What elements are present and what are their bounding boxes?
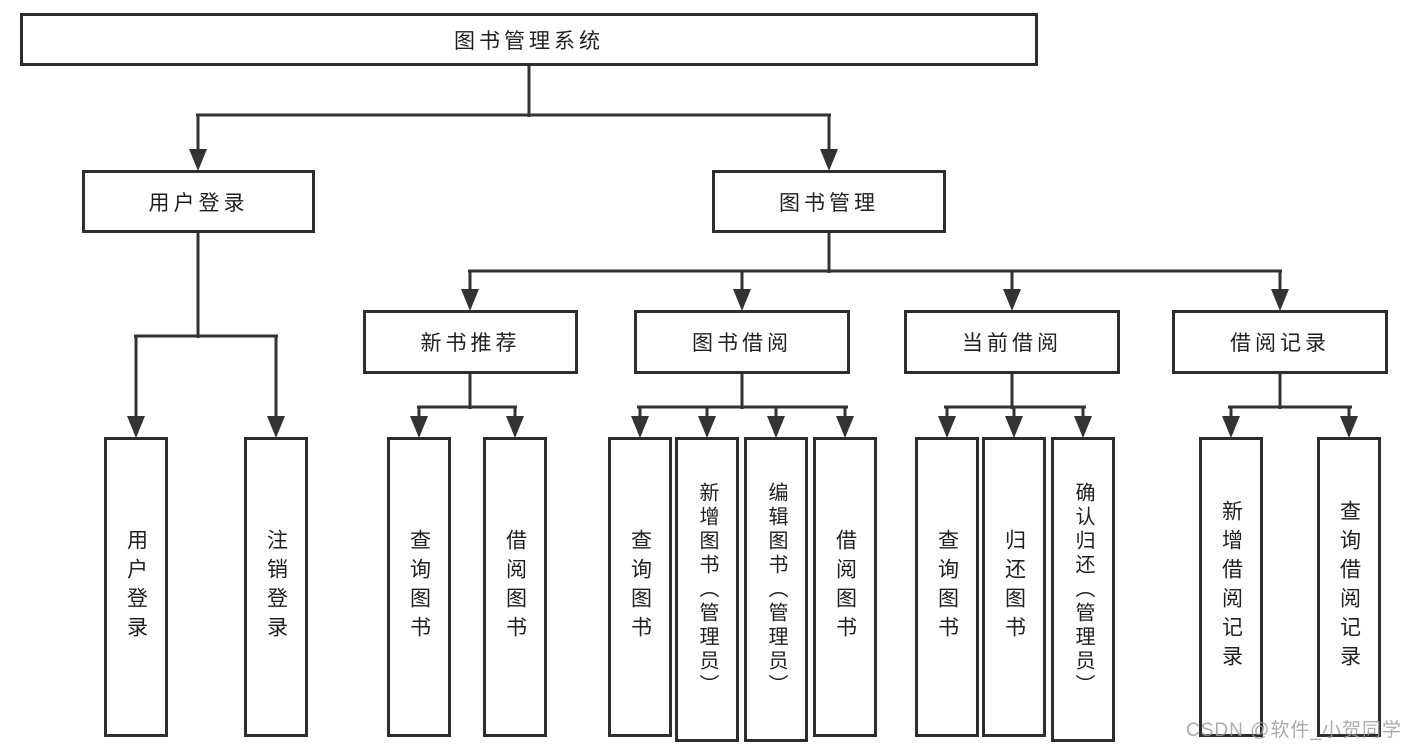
leaf-current-confirm-return-admin-label: 确认归还（管理员） [1072,481,1094,698]
leaf-user-login: 用户登录 [104,437,168,737]
leaf-borrow-edit-books-admin-label: 编辑图书（管理员） [765,481,787,698]
leaf-record-query-record: 查询借阅记录 [1317,437,1381,737]
node-root: 图书管理系统 [20,13,1038,66]
node-new-book-recommend-label: 新书推荐 [420,332,521,355]
leaf-current-return-books: 归还图书 [982,437,1046,737]
node-new-book-recommend: 新书推荐 [363,310,578,374]
node-root-label: 图书管理系统 [454,29,604,53]
node-borrowing-records-label: 借阅记录 [1230,332,1330,355]
node-book-borrowing: 图书借阅 [634,310,850,374]
watermark-text: CSDN @软件_小贺同学 [1186,720,1402,741]
leaf-newbook-borrow-books: 借阅图书 [483,437,547,737]
leaf-record-add-record: 新增借阅记录 [1199,437,1263,737]
node-user-login: 用户登录 [82,170,315,233]
leaf-borrow-query-books-label: 查询图书 [628,529,652,645]
leaf-user-login-label: 用户登录 [124,529,148,645]
leaf-logout-label: 注销登录 [264,529,288,645]
leaf-borrow-add-books-admin-label: 新增图书（管理员） [696,481,718,698]
leaf-borrow-edit-books-admin: 编辑图书（管理员） [744,437,808,742]
node-book-management-label: 图书管理 [779,191,879,215]
leaf-current-return-books-label: 归还图书 [1002,529,1026,645]
leaf-current-query-books: 查询图书 [915,437,979,737]
node-borrowing-records: 借阅记录 [1172,310,1388,374]
node-user-login-label: 用户登录 [148,191,249,215]
leaf-current-query-books-label: 查询图书 [935,529,959,645]
leaf-logout: 注销登录 [244,437,308,737]
leaf-borrow-borrow-books: 借阅图书 [813,437,877,737]
leaf-newbook-borrow-books-label: 借阅图书 [503,529,527,645]
node-book-borrowing-label: 图书借阅 [692,332,792,355]
leaf-newbook-query-books-label: 查询图书 [407,529,431,645]
leaf-borrow-query-books: 查询图书 [608,437,672,737]
node-book-management: 图书管理 [712,170,946,233]
leaf-record-query-record-label: 查询借阅记录 [1337,500,1361,674]
node-current-borrowing: 当前借阅 [904,310,1120,374]
leaf-borrow-add-books-admin: 新增图书（管理员） [675,437,739,742]
leaf-newbook-query-books: 查询图书 [387,437,451,737]
leaf-record-add-record-label: 新增借阅记录 [1219,500,1243,674]
leaf-borrow-borrow-books-label: 借阅图书 [833,529,857,645]
node-current-borrowing-label: 当前借阅 [962,332,1062,355]
leaf-current-confirm-return-admin: 确认归还（管理员） [1051,437,1115,742]
